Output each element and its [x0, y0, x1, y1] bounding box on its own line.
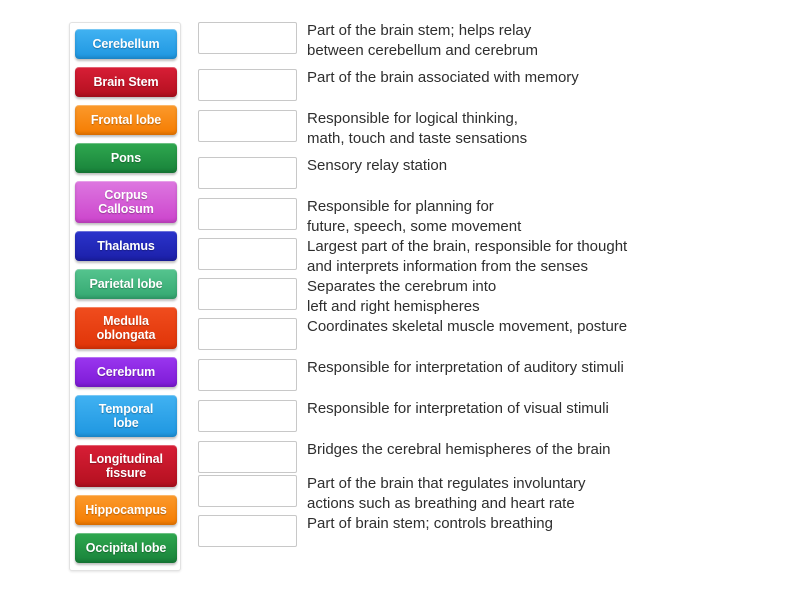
answer-drop-slot[interactable] — [198, 359, 297, 391]
answer-row: Part of the brain stem; helps relay betw… — [198, 22, 788, 60]
word-tile[interactable]: Frontal lobe — [75, 105, 177, 135]
word-tile-label: Cerebellum — [92, 37, 160, 51]
word-tile-label: Frontal lobe — [90, 113, 162, 127]
word-tile-label: Cerebrum — [96, 365, 156, 379]
answer-drop-slot[interactable] — [198, 198, 297, 230]
clue-text: Separates the cerebrum into left and rig… — [307, 278, 497, 315]
word-tile[interactable]: Parietal lobe — [75, 269, 177, 299]
clue-text: Responsible for interpretation of visual… — [307, 400, 609, 417]
word-tile[interactable]: Temporal lobe — [75, 395, 177, 437]
answer-drop-slot[interactable] — [198, 475, 297, 507]
word-tile-label: Pons — [110, 151, 142, 165]
clue-text: Coordinates skeletal muscle movement, po… — [307, 318, 628, 335]
word-tile-label: Brain Stem — [93, 75, 159, 89]
answer-row: Largest part of the brain, responsible f… — [198, 238, 788, 276]
answer-row: Responsible for interpretation of audito… — [198, 359, 788, 391]
clue-text: Part of the brain that regulates involun… — [307, 475, 586, 512]
answer-row: Responsible for planning for future, spe… — [198, 198, 788, 236]
answer-drop-slot[interactable] — [198, 441, 297, 473]
word-tile[interactable]: Brain Stem — [75, 67, 177, 97]
answer-drop-slot[interactable] — [198, 318, 297, 350]
clue-text: Responsible for interpretation of audito… — [307, 359, 624, 376]
word-tile-label: Medulla oblongata — [96, 314, 156, 342]
clue-text: Part of the brain stem; helps relay betw… — [307, 22, 538, 59]
answer-drop-slot[interactable] — [198, 400, 297, 432]
word-tile[interactable]: Thalamus — [75, 231, 177, 261]
word-tile-label: Thalamus — [97, 239, 155, 253]
answer-row: Responsible for logical thinking, math, … — [198, 110, 788, 148]
answer-row: Part of the brain associated with memory — [198, 69, 788, 101]
answer-row: Separates the cerebrum into left and rig… — [198, 278, 788, 316]
answer-drop-slot[interactable] — [198, 238, 297, 270]
answer-drop-slot[interactable] — [198, 278, 297, 310]
word-tile[interactable]: Longitudinal fissure — [75, 445, 177, 487]
word-tile[interactable]: Hippocampus — [75, 495, 177, 525]
clue-text: Sensory relay station — [307, 157, 448, 174]
answer-row: Responsible for interpretation of visual… — [198, 400, 788, 432]
answer-drop-slot[interactable] — [198, 69, 297, 101]
word-tile-label: Occipital lobe — [85, 541, 167, 555]
answer-drop-slot[interactable] — [198, 110, 297, 142]
word-tile-label: Hippocampus — [85, 503, 167, 517]
word-tile[interactable]: Corpus Callosum — [75, 181, 177, 223]
answer-drop-slot[interactable] — [198, 157, 297, 189]
answer-row: Coordinates skeletal muscle movement, po… — [198, 318, 788, 350]
word-tile-label: Longitudinal fissure — [89, 452, 163, 480]
word-tile[interactable]: Cerebrum — [75, 357, 177, 387]
clue-text: Largest part of the brain, responsible f… — [307, 238, 628, 275]
word-tile[interactable]: Medulla oblongata — [75, 307, 177, 349]
clue-text: Bridges the cerebral hemispheres of the … — [307, 441, 611, 458]
word-tile-label: Parietal lobe — [89, 277, 163, 291]
word-tile[interactable]: Occipital lobe — [75, 533, 177, 563]
answer-drop-slot[interactable] — [198, 22, 297, 54]
answer-row: Bridges the cerebral hemispheres of the … — [198, 441, 788, 473]
word-tile[interactable]: Pons — [75, 143, 177, 173]
word-tile[interactable]: Cerebellum — [75, 29, 177, 59]
answer-rows-panel: Part of the brain stem; helps relay betw… — [198, 22, 788, 547]
answer-row: Sensory relay station — [198, 157, 788, 189]
answer-drop-slot[interactable] — [198, 515, 297, 547]
answer-row: Part of the brain that regulates involun… — [198, 475, 788, 513]
clue-text: Part of the brain associated with memory — [307, 69, 579, 86]
word-tile-label: Corpus Callosum — [98, 188, 154, 216]
clue-text: Responsible for planning for future, spe… — [307, 198, 522, 235]
clue-text: Responsible for logical thinking, math, … — [307, 110, 528, 147]
word-tile-label: Temporal lobe — [98, 402, 154, 430]
clue-text: Part of brain stem; controls breathing — [307, 515, 553, 532]
answer-row: Part of brain stem; controls breathing — [198, 515, 788, 547]
